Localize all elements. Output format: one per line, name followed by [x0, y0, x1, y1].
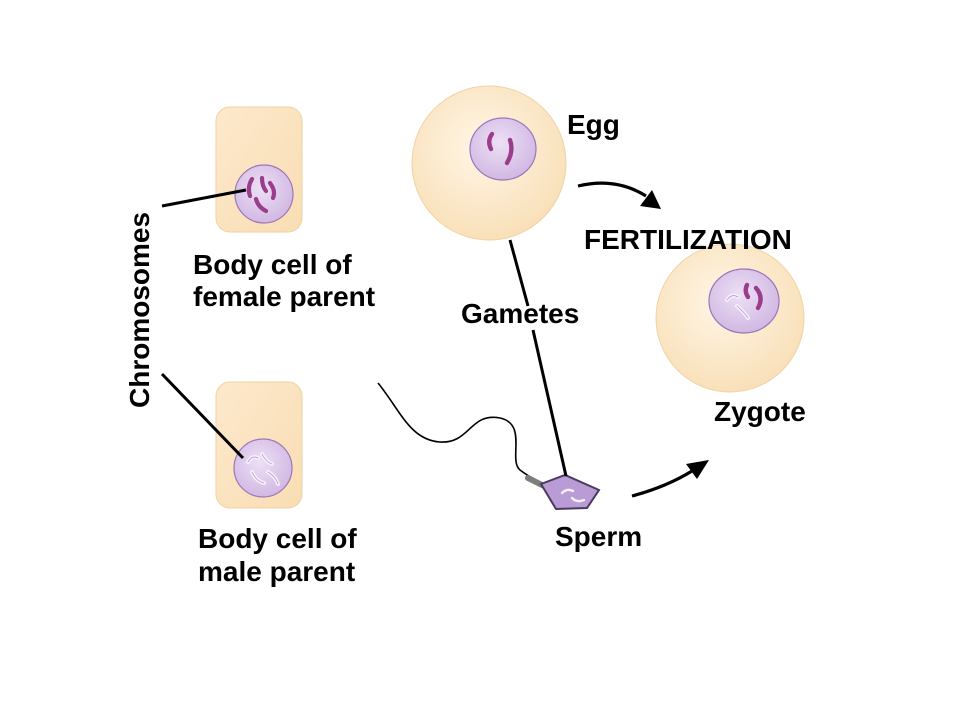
male-body-cell: [215, 381, 303, 509]
male-cell-label-line1: Body cell of: [198, 523, 357, 554]
zygote-maternal-chromosomes: [743, 282, 763, 311]
female-cell-nucleus: [234, 164, 294, 224]
gametes-label: Gametes: [461, 298, 580, 329]
female-chromosome-4: [253, 196, 269, 214]
sperm-cell: [377, 382, 601, 511]
egg-chromosome-1: [487, 131, 495, 152]
female-body-cell: [215, 106, 303, 233]
female-chromosome-2: [259, 175, 269, 194]
egg-nucleus: [469, 117, 537, 181]
arrow-sperm-to-zygote: [631, 460, 709, 498]
arrow-egg-to-fertilization: [577, 181, 661, 209]
chromosomes-label: Chromosomes: [124, 211, 155, 408]
chromosomes-pointer-female: [161, 188, 247, 208]
sperm-tail: [377, 382, 537, 481]
male-cell-nucleus: [233, 438, 293, 498]
egg-label: Egg: [567, 109, 620, 140]
sperm-chromosomes: [560, 488, 586, 503]
female-cell-label-line2: female parent: [193, 281, 376, 312]
gametes-pointer-sperm: [531, 329, 568, 477]
chromosomes-pointer-male: [160, 372, 245, 460]
gametes-pointer-egg: [508, 239, 530, 307]
zygote-cell: [655, 243, 805, 393]
egg-cell: [411, 85, 567, 241]
male-cell-label-line2: male parent: [198, 556, 356, 587]
zygote-label: Zygote: [714, 396, 806, 427]
fertilization-label: FERTILIZATION: [584, 224, 792, 255]
female-chromosome-1: [246, 176, 255, 199]
egg-chromosomes: [487, 131, 514, 166]
sperm-label: Sperm: [555, 521, 643, 552]
female-chromosome-3: [267, 180, 277, 201]
female-chromosomes: [246, 175, 277, 214]
female-cell-label-line1: Body cell of: [193, 249, 352, 280]
zygote-nucleus: [708, 268, 780, 334]
egg-chromosome-2: [504, 137, 514, 166]
sperm-head: [539, 473, 601, 511]
